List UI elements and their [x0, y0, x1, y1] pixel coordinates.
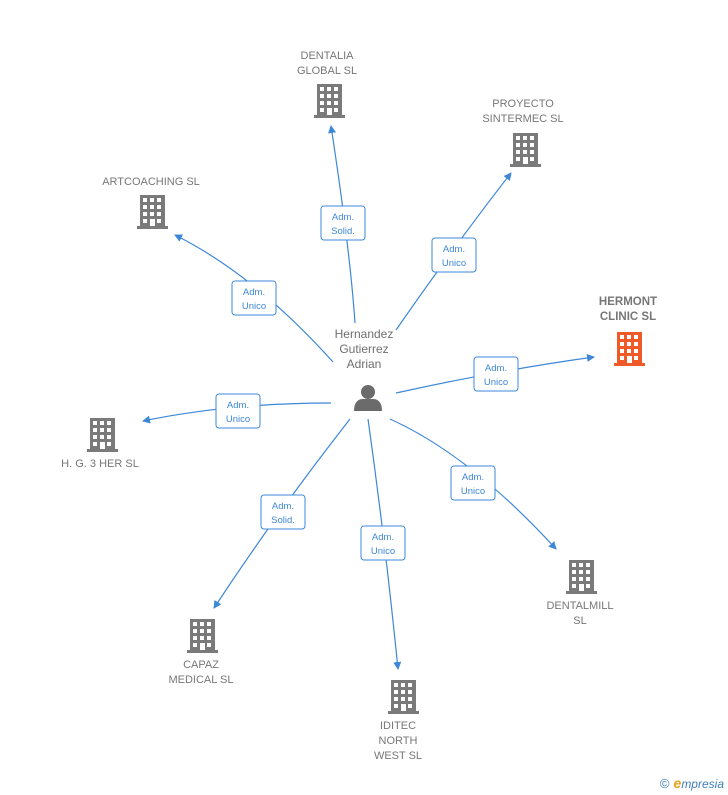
building-icon: [510, 133, 541, 167]
role-badge-box: [473, 356, 519, 392]
company-name-line-2: GLOBAL SL: [297, 65, 357, 77]
role-badge-text-line-1: Adm.: [272, 501, 294, 512]
company-name-line-2: SINTERMEC SL: [482, 113, 563, 125]
role-badge-text-line-2: Solid.: [331, 226, 355, 237]
brand-rest: mpresia: [681, 777, 724, 791]
role-badge-text-line-1: Adm.: [243, 287, 265, 298]
role-badge-box: [260, 494, 306, 530]
role-badge-box: [431, 237, 477, 273]
role-badge-text-line-1: Adm.: [462, 472, 484, 483]
building-icon: [566, 560, 597, 594]
company-name-line-2: NORTH: [379, 735, 418, 747]
brand-initial: e: [673, 775, 682, 791]
company-name-line-3: WEST SL: [374, 750, 422, 762]
company-name-line-1: IDITEC: [380, 720, 416, 732]
role-badge-box: [320, 205, 366, 241]
nodes-layer: DENTALIA GLOBAL SL PROYECTO SINTERMEC SL ART…: [61, 50, 657, 762]
company-name-line-1: DENTALIA: [301, 50, 355, 62]
company-name-line-2: SL: [573, 615, 586, 627]
company-name-line-1: DENTALMILL: [546, 600, 613, 612]
building-icon: [187, 619, 218, 653]
role-badge-box: [215, 393, 261, 429]
center-person-node[interactable]: Hernandez Gutierrez Adrian: [335, 327, 394, 411]
role-badge-text-line-2: Unico: [461, 486, 485, 497]
company-node-hg3her[interactable]: H. G. 3 HER SL: [61, 418, 139, 470]
building-icon: [388, 680, 419, 714]
role-badge-text-line-1: Adm.: [372, 532, 394, 543]
company-name-line-1: PROYECTO: [492, 98, 554, 110]
role-badge-dentalmill[interactable]: Adm. Unico: [450, 465, 496, 501]
person-icon: [354, 385, 382, 411]
role-badge-hermont[interactable]: Adm. Unico: [473, 356, 519, 392]
center-person-name-line-2: Gutierrez: [339, 342, 388, 356]
building-icon: [314, 84, 345, 118]
role-badge-text-line-2: Unico: [371, 546, 395, 557]
role-badge-text-line-1: Adm.: [332, 212, 354, 223]
role-badge-text-line-2: Unico: [442, 258, 466, 269]
role-badge-box: [231, 280, 277, 316]
role-badge-iditec[interactable]: Adm. Unico: [360, 525, 406, 561]
edges-layer: Adm.Solid.Adm.UnicoAdm.UnicoAdm.UnicoAdm…: [142, 125, 595, 670]
company-name-line-1: H. G. 3 HER SL: [61, 458, 139, 470]
role-badge-text-line-2: Solid.: [271, 515, 295, 526]
role-badge-artcoaching[interactable]: Adm. Unico: [231, 280, 277, 316]
company-name-line-2: CLINIC SL: [600, 311, 656, 323]
role-badge-text-line-1: Adm.: [485, 363, 507, 374]
company-node-capaz[interactable]: CAPAZ MEDICAL SL: [168, 619, 234, 686]
brand-logo: empresia: [674, 775, 724, 791]
role-badge-text-line-2: Unico: [242, 301, 266, 312]
role-badge-text-line-1: Adm.: [227, 400, 249, 411]
company-name-line-1: ARTCOACHING SL: [102, 176, 200, 188]
role-badge-box: [450, 465, 496, 501]
center-person-name-line-3: Adrian: [347, 357, 382, 371]
building-icon: [137, 195, 168, 229]
role-badge-text-line-2: Unico: [484, 377, 508, 388]
role-badge-dentalia[interactable]: Adm. Solid.: [320, 205, 366, 241]
company-node-dentalmill[interactable]: DENTALMILL SL: [546, 560, 614, 627]
role-badge-text-line-2: Unico: [226, 414, 250, 425]
company-node-iditec[interactable]: IDITEC NORTH WEST SL: [374, 680, 422, 762]
company-node-dentalia[interactable]: DENTALIA GLOBAL SL: [297, 50, 357, 118]
building-icon: [87, 418, 118, 452]
company-name-line-2: MEDICAL SL: [168, 674, 233, 686]
company-node-artcoaching[interactable]: ARTCOACHING SL: [102, 176, 200, 229]
company-node-proyecto[interactable]: PROYECTO SINTERMEC SL: [482, 98, 564, 167]
company-name-line-1: HERMONT: [599, 296, 657, 308]
company-node-hermont[interactable]: HERMONT CLINIC SL: [599, 296, 657, 366]
footer-brand: © empresia: [660, 775, 724, 791]
company-name-line-1: CAPAZ: [183, 659, 219, 671]
role-badge-text-line-1: Adm.: [443, 244, 465, 255]
role-badge-proyecto[interactable]: Adm. Unico: [431, 237, 477, 273]
role-badge-capaz[interactable]: Adm. Solid.: [260, 494, 306, 530]
building-icon: [614, 332, 645, 366]
center-person-name-line-1: Hernandez: [335, 327, 394, 341]
role-badge-box: [360, 525, 406, 561]
copyright-symbol: ©: [659, 775, 670, 791]
role-badge-hg3her[interactable]: Adm. Unico: [215, 393, 261, 429]
